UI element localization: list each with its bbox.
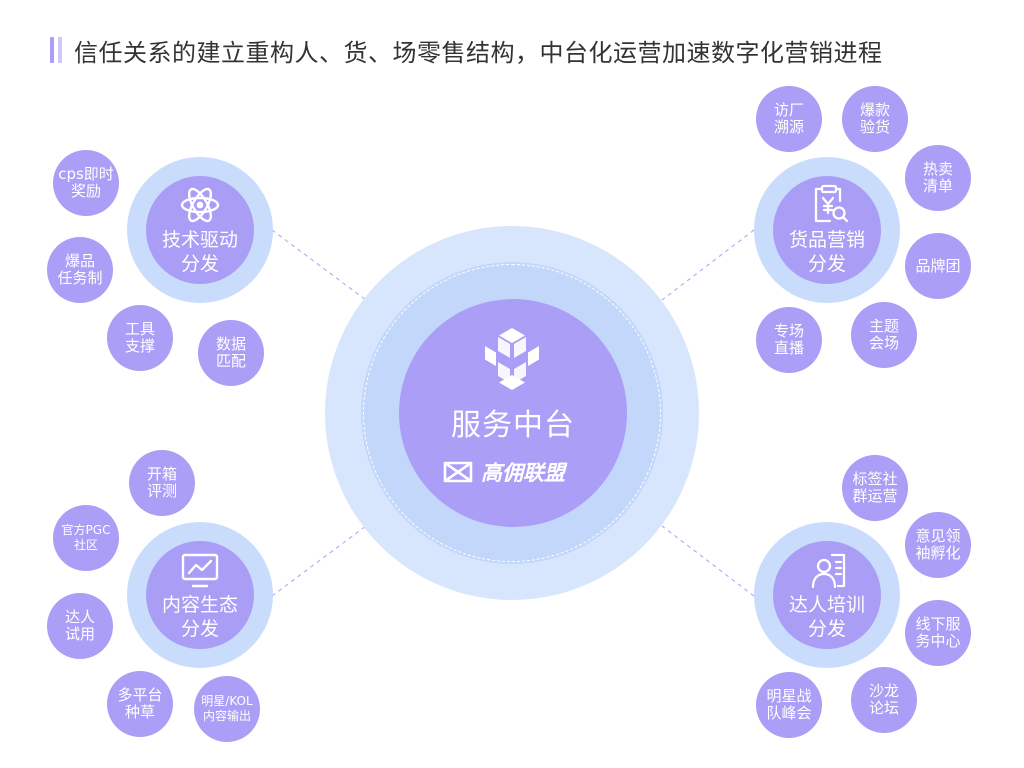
sat-tech-2: 爆品 任务制: [47, 237, 113, 303]
sat-goods-4: 品牌团: [905, 233, 971, 299]
hub-tech-label: 技术驱动 分发: [161, 229, 238, 275]
hub-training: [773, 541, 881, 649]
sat-goods-2: 爆款 验货: [842, 86, 908, 152]
connector-content: [271, 525, 367, 597]
hub-content: [146, 541, 254, 649]
chart-monitor-icon: [181, 553, 219, 588]
yuan-clipboard-icon: [814, 184, 849, 223]
sat-content-5: 明星/KOL 内容输出: [194, 676, 260, 742]
sat-training-2: 意见领 袖孵化: [905, 512, 971, 578]
connector-tech: [271, 229, 367, 301]
sat-content-2: 官方PGC 社区: [53, 505, 119, 571]
sat-training-4: 沙龙 论坛: [851, 667, 917, 733]
sat-training-5: 明星战 队峰会: [756, 672, 822, 738]
center-label: 服务中台: [451, 408, 575, 443]
brand-name: 高佣联盟: [481, 461, 565, 485]
hub-goods: [773, 176, 881, 284]
center-dashed-ring: [363, 264, 661, 562]
sat-goods-5: 主题 会场: [851, 302, 917, 368]
sat-training-3: 线下服 务中心: [905, 600, 971, 666]
hub-content-label: 内容生态 分发: [161, 594, 238, 640]
connector-training: [661, 525, 755, 597]
sat-content-1: 开箱 评测: [129, 450, 195, 516]
atom-icon: [180, 187, 220, 223]
sat-goods-1: 访厂 溯源: [756, 86, 822, 152]
connector-goods: [661, 229, 755, 301]
hexagon-cube-icon: [485, 328, 539, 390]
brand-logo: 高佣联盟: [443, 458, 565, 486]
sat-content-3: 达人 试用: [47, 593, 113, 659]
sat-tech-3: 工具 支撑: [107, 305, 173, 371]
sat-training-1: 标签社 群运营: [842, 455, 908, 521]
brand-mark-icon: [443, 461, 473, 483]
hub-training-label: 达人培训 分发: [788, 594, 865, 640]
title-accent-mark: [50, 37, 62, 63]
sat-tech-4: 数据 匹配: [198, 320, 264, 386]
sat-tech-1: cps即时 奖励: [53, 150, 119, 216]
hub-goods-label: 货品营销 分发: [788, 229, 865, 275]
sat-content-4: 多平台 种草: [107, 671, 173, 737]
person-card-icon: [811, 553, 846, 589]
sat-goods-3: 热卖 清单: [905, 145, 971, 211]
sat-goods-6: 专场 直播: [756, 307, 822, 373]
page-title-bar: 信任关系的建立重构人、货、场零售结构，中台化运营加速数字化营销进程: [50, 34, 883, 67]
page-title: 信任关系的建立重构人、货、场零售结构，中台化运营加速数字化营销进程: [74, 38, 883, 67]
